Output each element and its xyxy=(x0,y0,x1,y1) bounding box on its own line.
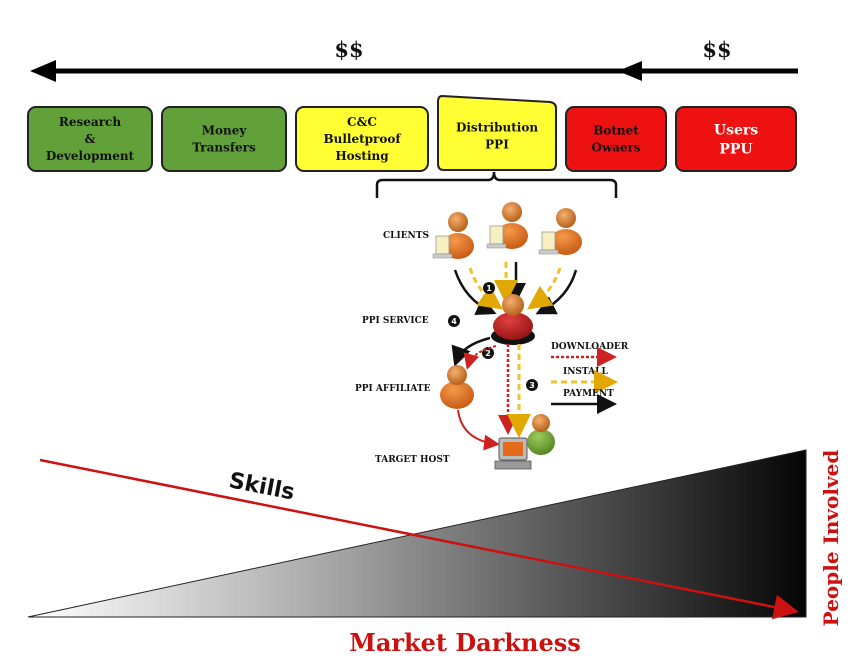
target-host-label: TARGET HOST xyxy=(375,455,450,465)
ppi-affiliate-label: PPI AFFILIATE xyxy=(355,384,431,394)
payment-arrow xyxy=(451,336,491,367)
stage-box xyxy=(27,106,153,172)
legend-downloader: DOWNLOADER xyxy=(551,342,629,352)
client-person-icon xyxy=(486,202,528,249)
stage-label-line: Development xyxy=(46,149,135,163)
ppi-affiliate-person-icon xyxy=(440,365,474,409)
downloader-arrow xyxy=(457,409,500,451)
arrow-legend: DOWNLOADER INSTALL PAYMENT xyxy=(551,342,629,414)
money-label-right: $$ xyxy=(702,37,731,62)
client-person-icon xyxy=(432,212,474,259)
legend-install: INSTALL xyxy=(563,367,608,377)
money-label-left: $$ xyxy=(334,37,363,62)
svg-text:4: 4 xyxy=(451,317,457,326)
skills-trend-line xyxy=(39,458,799,620)
stage-box xyxy=(437,94,557,171)
money-flow-arrow xyxy=(30,60,798,82)
legend-payment: PAYMENT xyxy=(563,389,614,399)
market-darkness-wedge xyxy=(27,449,807,618)
market-darkness-label: Market Darkness xyxy=(349,628,580,657)
svg-text:1: 1 xyxy=(486,284,492,293)
step-badge-2: 2 xyxy=(482,347,494,359)
svg-text:2: 2 xyxy=(485,349,491,358)
ppi-service-person-icon xyxy=(491,294,535,345)
stage-label-line: Hosting xyxy=(335,149,389,163)
stage-box xyxy=(675,106,797,172)
stage-research-development: Research & Development xyxy=(27,106,153,172)
step-badge-1: 1 xyxy=(483,282,495,294)
target-host-computer-icon xyxy=(494,437,532,470)
ppi-service-label: PPI SERVICE xyxy=(362,316,429,326)
stage-label-line: Users xyxy=(714,122,758,138)
stage-label-line: Research xyxy=(59,115,121,129)
svg-text:3: 3 xyxy=(529,381,535,390)
stage-label-line: Owaers xyxy=(591,141,641,155)
step-badge-3: 3 xyxy=(526,379,538,391)
stage-label-line: & xyxy=(85,132,96,146)
step-badge-4: 4 xyxy=(448,315,460,327)
target-user-person-icon xyxy=(527,414,555,455)
client-person-icon xyxy=(538,208,582,255)
install-arrow xyxy=(527,267,562,310)
people-involved-label: People Involved xyxy=(819,450,843,627)
stage-box xyxy=(161,106,287,172)
stage-label-line: C&C xyxy=(347,115,377,129)
stage-label-line: Bulletproof xyxy=(323,132,401,146)
stage-box xyxy=(565,106,667,172)
stage-label-line: Transfers xyxy=(192,141,256,155)
stage-label-line: Money xyxy=(202,124,248,138)
stage-box xyxy=(295,106,429,172)
stage-label-line: PPI xyxy=(485,138,509,152)
stage-label-line: PPU xyxy=(719,141,752,157)
stage-label-line: Botnet xyxy=(593,124,639,138)
downloader-arrow xyxy=(463,345,497,370)
ppi-process-figure: CLIENTS PPI SERVICE PPI AFFILIATE TARGET… xyxy=(355,202,629,470)
stage-label-line: Distribution xyxy=(456,121,538,135)
clients-label: CLIENTS xyxy=(383,231,429,241)
payment-arrow xyxy=(535,269,578,315)
ppi-bracket xyxy=(375,171,618,198)
payment-arrow xyxy=(453,269,497,316)
